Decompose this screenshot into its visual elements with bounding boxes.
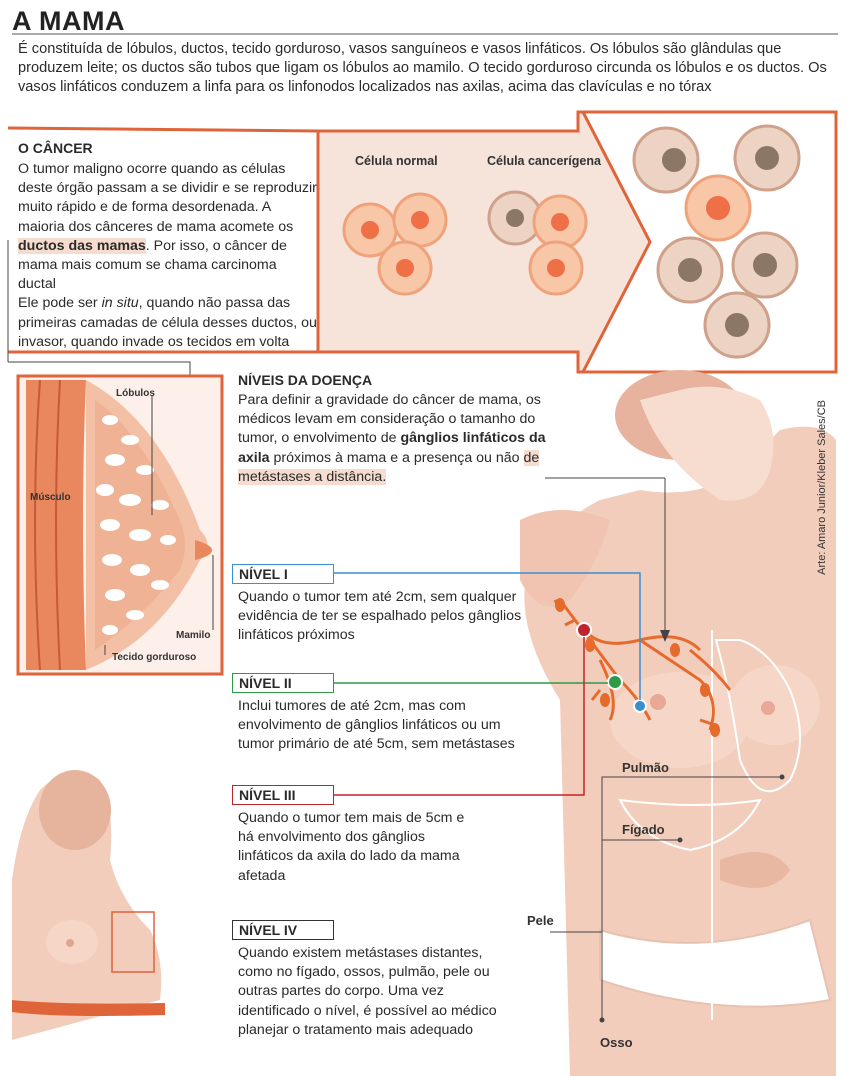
level-4-label: NÍVEL IV bbox=[232, 920, 334, 940]
level-3-label: NÍVEL III bbox=[232, 785, 334, 805]
cancer-text-part: Ele pode ser bbox=[18, 295, 102, 312]
lymph-nodes bbox=[555, 598, 720, 737]
musculo-label: Músculo bbox=[30, 492, 71, 503]
tecido-label: Tecido gorduroso bbox=[112, 652, 197, 663]
cancer-section-text: O tumor maligno ocorre quando as células… bbox=[18, 160, 318, 352]
osso-label: Osso bbox=[600, 1035, 633, 1050]
mamilo-label: Mamilo bbox=[176, 630, 211, 641]
niveis-text-part: próximos à mama e a presença ou não bbox=[269, 449, 524, 466]
level-1-label: NÍVEL I bbox=[232, 564, 334, 584]
cancer-text-italic: in situ bbox=[101, 295, 139, 312]
niveis-text-bold: gânglios linfáticos da axila bbox=[238, 430, 546, 466]
cancer-text-highlight: ductos das mamas bbox=[18, 237, 146, 254]
level-2-marker bbox=[607, 674, 623, 690]
cancer-cell-label: Célula cancerígena bbox=[487, 154, 601, 168]
breast-anatomy bbox=[16, 374, 224, 676]
cancer-text-part: , quando não passa das primeiras camadas… bbox=[18, 295, 317, 350]
level-1-marker bbox=[633, 699, 647, 713]
level-4-text: Quando existem metástases distantes, com… bbox=[238, 945, 497, 1038]
level-3-text: Quando o tumor tem mais de 5cm e há envo… bbox=[238, 810, 465, 884]
cancer-text-part: . Por isso, o câncer de mama mais comum … bbox=[18, 237, 287, 293]
page-title: A MAMA bbox=[12, 6, 125, 36]
intro-text: É constituída de lóbulos, ductos, tecido… bbox=[18, 41, 827, 95]
level-2-label: NÍVEL II bbox=[232, 673, 334, 693]
level-2-text: Inclui tumores de até 2cm, mas com envol… bbox=[238, 698, 515, 753]
cancer-cells-small bbox=[487, 190, 588, 296]
pulmao-label: Pulmão bbox=[622, 760, 669, 775]
niveis-text-part: Para definir a gravidade do câncer de ma… bbox=[238, 392, 541, 447]
figado-label: Fígado bbox=[622, 822, 665, 837]
pele-label: Pele bbox=[527, 913, 554, 928]
lobulos-label: Lóbulos bbox=[116, 388, 155, 399]
normal-cells bbox=[342, 192, 448, 296]
level-1-text: Quando o tumor tem até 2cm, sem qualquer… bbox=[238, 589, 522, 644]
cancer-text-part: O tumor maligno ocorre quando as células… bbox=[18, 161, 317, 235]
credit-text: Arte: Amaro Junior/Kleber Sales/CB bbox=[816, 400, 828, 575]
normal-cell-label: Célula normal bbox=[355, 154, 438, 168]
level-3-marker bbox=[576, 622, 592, 638]
niveis-text: Para definir a gravidade do câncer de ma… bbox=[238, 391, 548, 487]
niveis-title: NÍVEIS DA DOENÇA bbox=[238, 372, 373, 388]
cancer-cells-large bbox=[632, 124, 801, 359]
profile-woman bbox=[12, 770, 165, 1076]
woman-figure bbox=[520, 370, 836, 1076]
cancer-section-title: O CÂNCER bbox=[18, 140, 93, 156]
